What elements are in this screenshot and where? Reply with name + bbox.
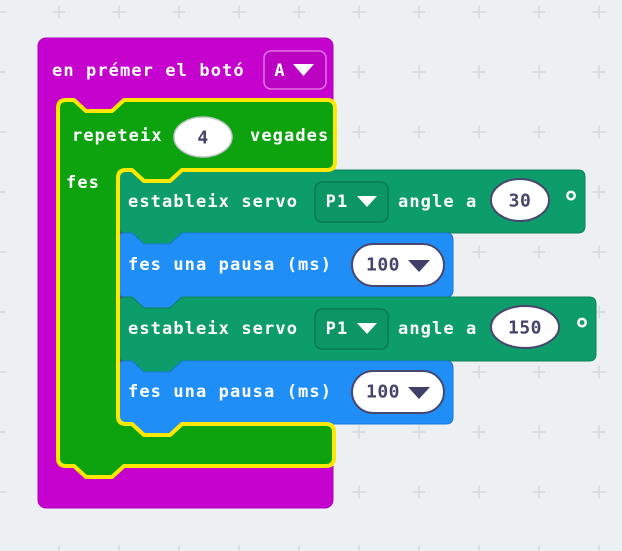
pause-block-1-label: fes una pausa (ms) xyxy=(128,255,332,275)
dropdown-arrow-icon xyxy=(408,260,430,272)
pause-block-2-ms-dropdown[interactable]: 100 xyxy=(351,370,445,414)
dropdown-arrow-icon xyxy=(357,196,377,207)
button-dropdown-value: A xyxy=(274,61,285,81)
servo-block-2-angle-field[interactable]: 150 xyxy=(490,305,560,349)
loop-count-field[interactable]: 4 xyxy=(173,116,233,158)
pin-dropdown-box[interactable] xyxy=(314,308,389,350)
loop-block-body[interactable] xyxy=(58,100,335,477)
pin-dropdown-value: P1 xyxy=(326,319,349,339)
dropdown-arrow-icon xyxy=(293,64,314,76)
loop-count-oval[interactable] xyxy=(173,116,233,158)
ms-dropdown-pill[interactable] xyxy=(351,243,445,287)
pause-block-1-ms-dropdown[interactable]: 100 xyxy=(351,243,445,287)
event-block-header: en prémer el botó A xyxy=(52,50,327,90)
angle-value-oval[interactable] xyxy=(490,178,550,222)
event-button-dropdown[interactable]: A xyxy=(263,50,327,90)
ms-value: 100 xyxy=(366,255,400,276)
servo-block-1-angle-label: angle a xyxy=(398,192,477,212)
loop-times-label: vegades xyxy=(250,126,329,146)
servo-block-1-angle-field[interactable]: 30 xyxy=(490,178,550,222)
servo-block-2-pin-dropdown[interactable]: P1 xyxy=(314,308,389,350)
servo-block-1-label: estableix servo xyxy=(128,192,298,212)
angle-value-oval[interactable] xyxy=(490,305,560,349)
degree-symbol: ° xyxy=(573,313,592,348)
servo-block-1[interactable]: estableix servo P1 angle a 30 ° xyxy=(117,169,586,245)
loop-block[interactable]: repeteix 4 vegades fes xyxy=(56,98,337,479)
angle-value: 30 xyxy=(509,191,532,212)
loop-repeat-label: repeteix xyxy=(72,126,163,146)
event-block-label: en prémer el botó xyxy=(52,61,245,81)
dropdown-arrow-icon xyxy=(357,323,377,334)
button-dropdown-box[interactable] xyxy=(263,50,327,90)
pin-dropdown-box[interactable] xyxy=(314,181,389,223)
pin-dropdown-value: P1 xyxy=(326,192,349,212)
loop-selection-outline xyxy=(56,98,337,479)
pause-block-2-label: fes una pausa (ms) xyxy=(128,382,332,402)
loop-count-value: 4 xyxy=(197,128,208,149)
pause-block-2[interactable]: fes una pausa (ms) 100 xyxy=(117,360,454,436)
degree-symbol: ° xyxy=(562,186,581,221)
dropdown-arrow-icon xyxy=(408,387,430,399)
loop-do-label: fes xyxy=(66,173,100,193)
pause-block-1[interactable]: fes una pausa (ms) 100 xyxy=(117,232,454,309)
servo-block-2[interactable]: estableix servo P1 angle a 150 ° xyxy=(117,296,597,373)
servo-block-2-angle-label: angle a xyxy=(398,319,477,339)
ms-value: 100 xyxy=(366,382,400,403)
servo-block-2-label: estableix servo xyxy=(128,319,298,339)
servo-block-1-pin-dropdown[interactable]: P1 xyxy=(314,181,389,223)
angle-value: 150 xyxy=(508,318,542,339)
ms-dropdown-pill[interactable] xyxy=(351,370,445,414)
